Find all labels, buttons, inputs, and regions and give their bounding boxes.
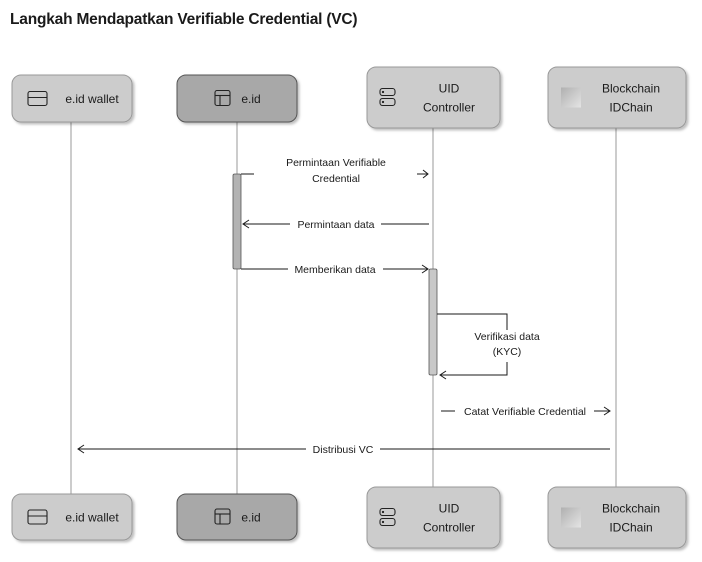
participant-label: e.id [241, 92, 260, 106]
participant-uid-top[interactable]: UID Controller [366, 66, 501, 129]
layout-icon [214, 508, 231, 525]
card-icon [27, 90, 48, 107]
message-request-vc[interactable] [241, 169, 429, 179]
message-labels: Permintaan Verifiable Credential Permint… [286, 157, 586, 456]
message-provide-data[interactable] [241, 264, 429, 274]
activation-uid [428, 268, 438, 376]
participant-label: IDChain [609, 521, 652, 535]
participant-uid-bot[interactable]: UID Controller [366, 486, 501, 549]
activation-eid [232, 173, 242, 270]
participant-label: Controller [423, 101, 475, 115]
participant-eid-bot[interactable]: e.id [176, 493, 298, 541]
participant-wallet-top[interactable]: e.id wallet [11, 74, 133, 123]
server-icon [379, 507, 396, 527]
message-label-line: Verifikasi data [474, 331, 540, 343]
message-label-line: Memberikan data [294, 264, 375, 276]
block-icon [561, 87, 581, 108]
server-icon [379, 87, 396, 107]
message-distribute-vc[interactable] [77, 444, 610, 454]
message-label-line: Distribusi VC [313, 444, 374, 456]
participant-label: UID [439, 502, 460, 516]
block-icon [561, 507, 581, 528]
diagram-title: Langkah Mendapatkan Verifiable Credentia… [10, 11, 358, 28]
message-label-line: (KYC) [493, 346, 522, 358]
message-label-line: Permintaan data [297, 219, 374, 231]
messages [77, 169, 611, 454]
participant-label: Blockchain [602, 502, 660, 516]
participant-label: e.id [241, 511, 260, 525]
participant-label: e.id wallet [65, 92, 119, 106]
message-label-line: Permintaan Verifiable [286, 157, 386, 169]
participant-label: IDChain [609, 101, 652, 115]
participant-eid-top[interactable]: e.id [176, 74, 298, 123]
participant-wallet-bot[interactable]: e.id wallet [11, 493, 133, 541]
message-label-line: Catat Verifiable Credential [464, 406, 586, 418]
participant-label: UID [439, 82, 460, 96]
participant-label: Controller [423, 521, 475, 535]
message-verify-data[interactable] [437, 313, 508, 380]
message-label-line: Credential [312, 173, 360, 185]
layout-icon [214, 89, 231, 107]
participant-label: e.id wallet [65, 511, 119, 525]
message-record-vc[interactable] [441, 406, 611, 416]
participant-label: Blockchain [602, 82, 660, 96]
message-request-data[interactable] [242, 219, 429, 229]
card-icon [27, 509, 48, 525]
